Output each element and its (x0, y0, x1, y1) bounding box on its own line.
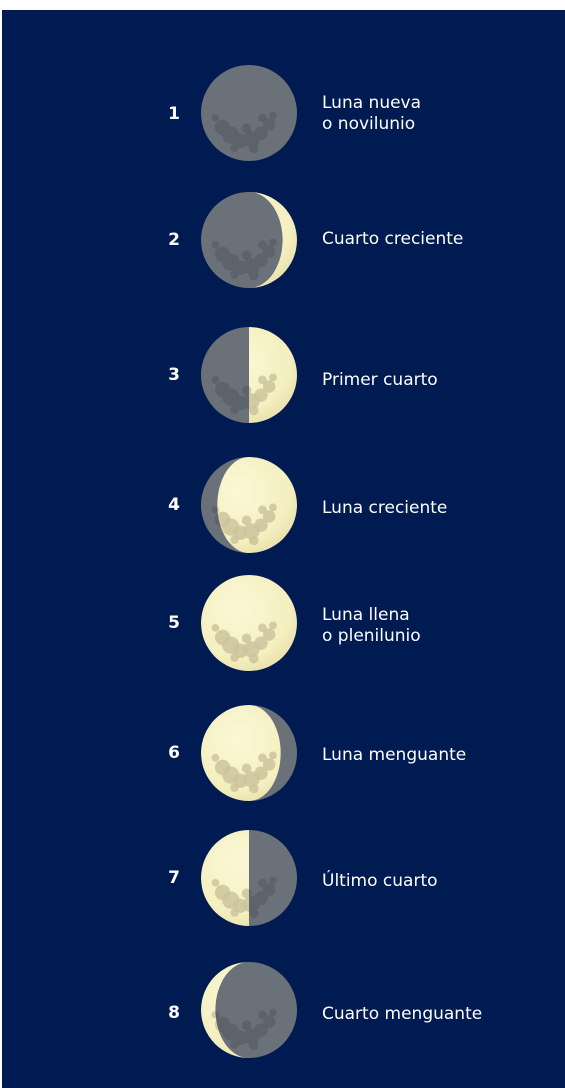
phase-number: 2 (168, 230, 180, 250)
moon-craters-shadow (211, 111, 277, 154)
phase-label-line: o plenilunio (322, 626, 421, 646)
phase-number: 6 (168, 743, 180, 763)
phase-number: 8 (168, 1003, 180, 1023)
phase-label-line: Luna llena (322, 605, 410, 625)
phase-label-line: Primer cuarto (322, 370, 438, 390)
moon-lit-region (201, 575, 297, 671)
phase-row-3: 3 Primer cuarto (2, 325, 565, 425)
moon-lit-region (249, 327, 297, 423)
phase-row-7: 7 Último cuarto (2, 828, 565, 928)
phase-row-6: 6 Luna menguante (2, 703, 565, 803)
moon-phase-7-icon (201, 830, 297, 926)
phase-label-line: Luna menguante (322, 745, 467, 765)
moon-phase-8-icon (201, 962, 297, 1058)
moon-lit-region (201, 705, 281, 801)
phase-number: 1 (168, 104, 180, 124)
phase-label-line: Último cuarto (322, 871, 438, 891)
phase-row-2: 2 Cuarto creciente (2, 190, 565, 290)
moon-phase-3-icon (201, 327, 297, 423)
moon-phase-6-icon (201, 705, 297, 801)
phase-number: 3 (168, 365, 180, 385)
moon-phase-5-icon (201, 575, 297, 671)
phase-label: Luna creciente (322, 498, 447, 519)
phase-row-8: 8 Cuarto menguante (2, 960, 565, 1060)
moon-craters-shadow (211, 238, 277, 281)
phase-number: 5 (168, 613, 180, 633)
phase-label: Último cuarto (322, 871, 438, 892)
phase-number: 4 (168, 495, 180, 515)
phase-label: Cuarto creciente (322, 229, 463, 250)
phase-label-line: Luna nueva (322, 93, 422, 113)
phase-label: Luna menguante (322, 745, 466, 766)
moon-phase-4-icon (201, 457, 297, 553)
moon-lit-region (201, 830, 249, 926)
phase-label: Cuarto menguante (322, 1004, 482, 1025)
phase-number: 7 (168, 868, 180, 888)
phase-label-line: Cuarto creciente (322, 229, 464, 249)
phase-row-4: 4 Luna creciente (2, 455, 565, 555)
moon-phase-1-icon (201, 65, 297, 161)
phase-label-line: Cuarto menguante (322, 1004, 483, 1024)
phase-label-line: o novilunio (322, 114, 416, 134)
phase-label: Primer cuarto (322, 370, 438, 391)
moon-phase-2-icon (201, 192, 297, 288)
phase-label-line: Luna creciente (322, 498, 448, 518)
